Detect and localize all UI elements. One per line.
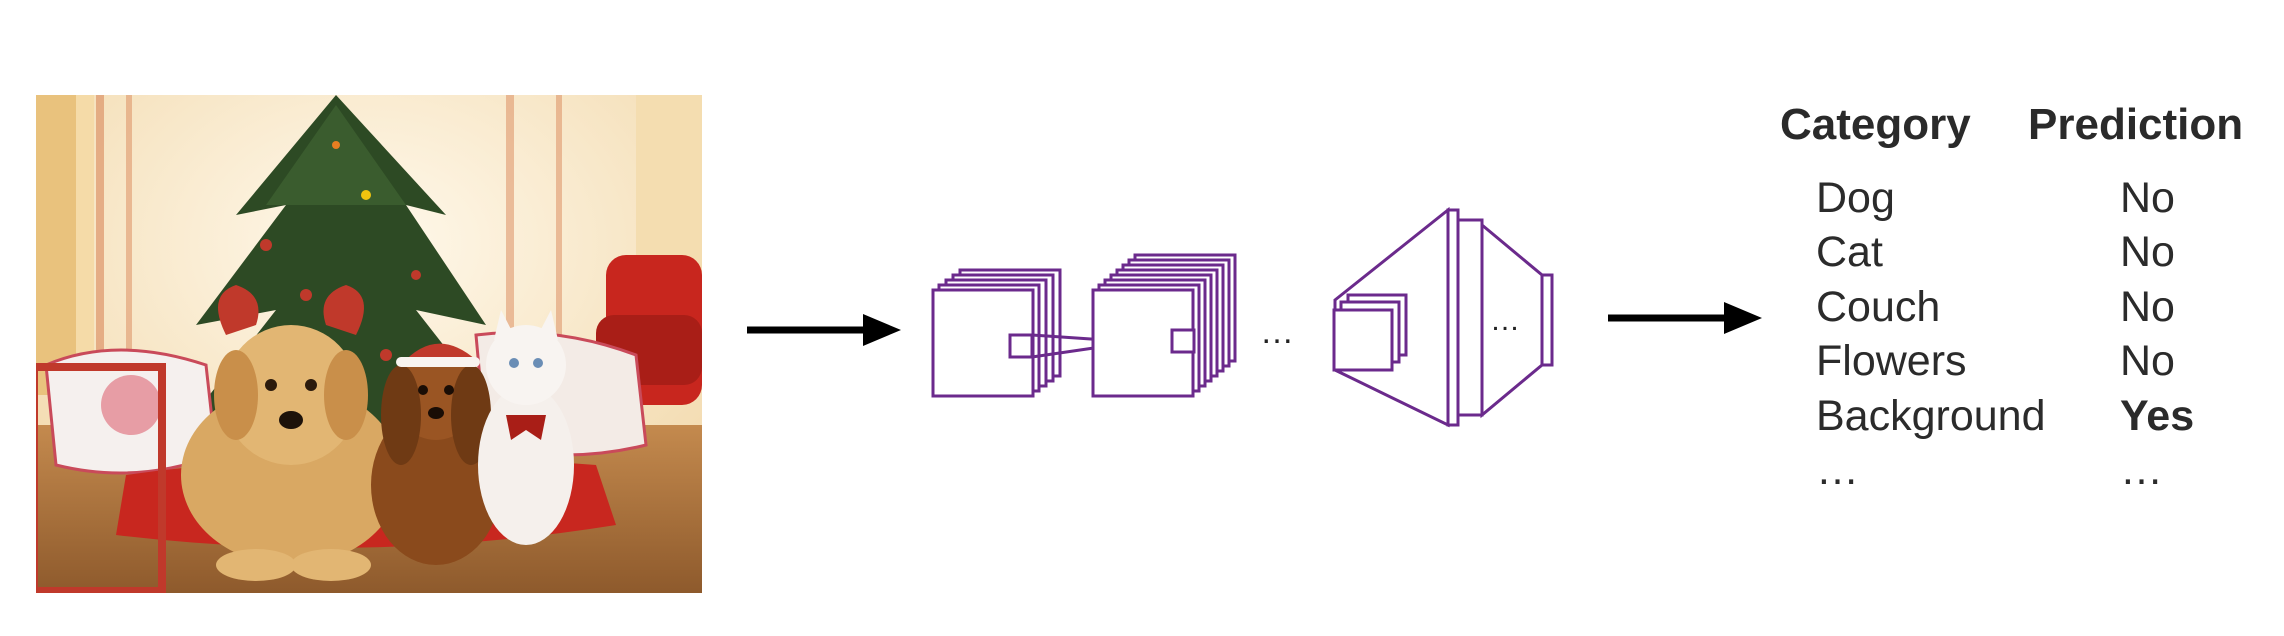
dense-layers xyxy=(1332,206,1554,428)
dog-icon xyxy=(181,285,401,581)
column-header-prediction: Prediction xyxy=(2028,100,2244,149)
dog-icon xyxy=(371,343,501,565)
network-ellipsis-2: … xyxy=(1490,304,1520,337)
arrow-icon xyxy=(747,314,901,346)
curtain-left xyxy=(36,95,132,395)
row-category: Dog xyxy=(1816,174,1895,222)
column-header-category: Category xyxy=(1780,100,1971,149)
row-prediction: Yes xyxy=(2120,392,2195,440)
row-category: … xyxy=(1816,446,1859,494)
row-category: Background xyxy=(1816,392,2046,440)
feature-map-stack-2 xyxy=(1091,253,1237,398)
feature-map-stack-1 xyxy=(931,268,1062,398)
row-prediction: No xyxy=(2120,228,2175,276)
row-prediction: … xyxy=(2120,446,2163,494)
network-ellipsis-1: … xyxy=(1260,313,1294,351)
cnn-network-diagram: … … xyxy=(931,206,1554,428)
cat-icon xyxy=(478,310,574,545)
row-prediction: No xyxy=(2120,283,2175,331)
row-category: Couch xyxy=(1816,283,1941,331)
receptive-field-box xyxy=(1008,333,1034,359)
arrow-icon xyxy=(1608,302,1762,334)
pillow-left xyxy=(44,348,218,475)
receptive-field-box xyxy=(1170,328,1196,354)
row-prediction: No xyxy=(2120,337,2175,385)
feature-map xyxy=(1332,308,1394,372)
row-category: Flowers xyxy=(1816,337,1967,385)
input-photo xyxy=(36,95,702,593)
row-prediction: No xyxy=(2120,174,2175,222)
region-box xyxy=(36,363,166,593)
row-category: Cat xyxy=(1816,228,1883,276)
